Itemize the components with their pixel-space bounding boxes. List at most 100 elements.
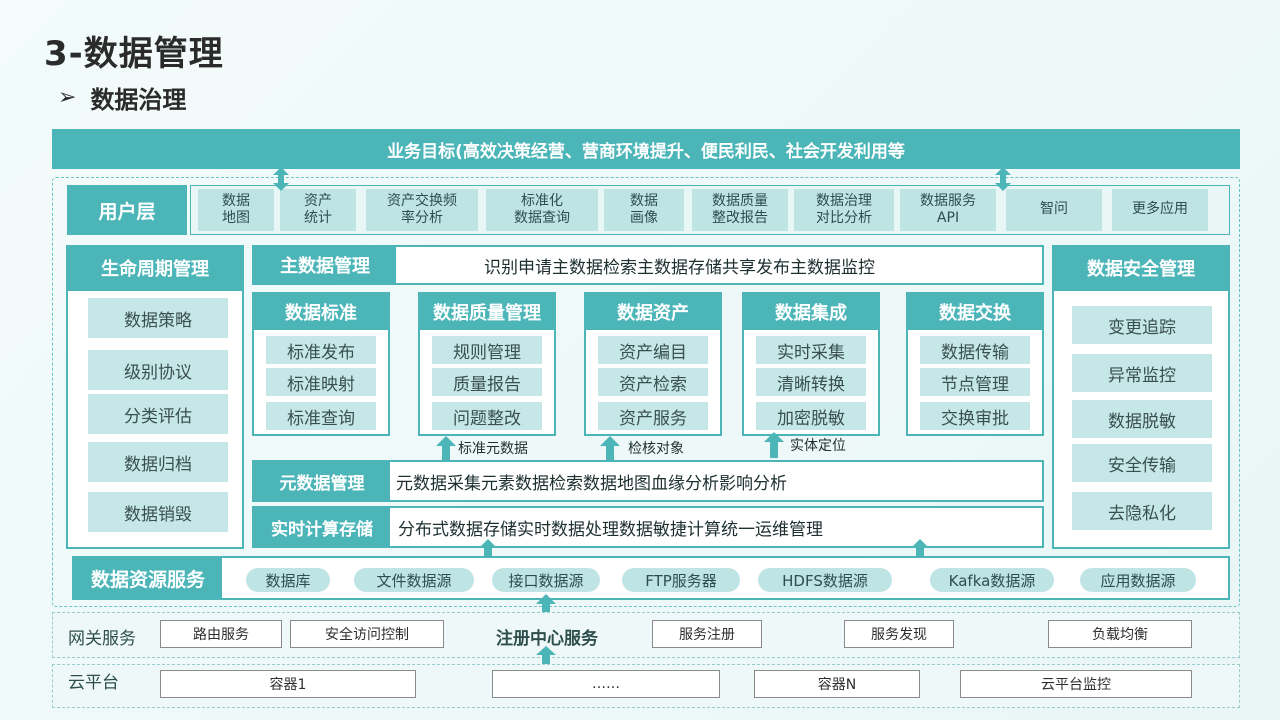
master-data-text: 识别申请主数据检索主数据存储共享发布主数据监控	[484, 257, 875, 278]
module-item: 资产检索	[598, 368, 708, 396]
realtime-text: 分布式数据存储实时数据处理数据敏捷计算统一运维管理	[398, 519, 823, 540]
module-title: 数据资产	[586, 294, 720, 330]
double-arrow-icon	[995, 167, 1011, 191]
user-layer-item: 数据质量整改报告	[692, 189, 788, 231]
user-layer-item-line: 对比分析	[816, 210, 872, 226]
lifecycle-item: 数据销毁	[88, 492, 228, 532]
security-title: 数据安全管理	[1052, 245, 1230, 291]
user-layer-item-line: 标准化	[521, 192, 563, 209]
resource-item: HDFS数据源	[758, 568, 892, 592]
cloud-item: 容器1	[160, 670, 416, 698]
master-data-label: 主数据管理	[254, 247, 396, 283]
lifecycle-title: 生命周期管理	[66, 245, 244, 291]
metadata-text: 元数据采集元素数据检索数据地图血缘分析影响分析	[396, 473, 787, 494]
module-item: 标准查询	[266, 402, 376, 430]
resource-item: 应用数据源	[1080, 568, 1196, 592]
resource-item: 文件数据源	[354, 568, 474, 592]
module-item: 数据传输	[920, 336, 1030, 364]
user-layer-item-line: 数据	[630, 192, 658, 209]
up-arrow-icon	[600, 436, 620, 462]
up-arrow-icon	[536, 646, 556, 666]
module-item: 实时采集	[756, 336, 866, 364]
user-layer-item-line: 地图	[222, 210, 250, 226]
user-layer-item-line: 智问	[1040, 201, 1068, 218]
module-item: 资产编目	[598, 336, 708, 364]
resource-item: Kafka数据源	[930, 568, 1054, 592]
arrow-label-check-object: 检核对象	[628, 441, 684, 457]
user-layer-label: 用户层	[67, 185, 187, 235]
lifecycle-item: 分类评估	[88, 394, 228, 434]
module-item: 加密脱敏	[756, 402, 866, 430]
user-layer-item: 数据地图	[198, 189, 274, 231]
module-item: 问题整改	[432, 402, 542, 430]
module-item: 交换审批	[920, 402, 1030, 430]
resource-item: 接口数据源	[492, 568, 600, 592]
security-item: 安全传输	[1072, 444, 1212, 482]
double-arrow-icon	[273, 167, 289, 191]
cloud-label: 云平台	[68, 673, 119, 693]
user-layer-item-line: 资产	[304, 192, 332, 209]
module-title: 数据标准	[254, 294, 388, 330]
arrow-label-entity-locate: 实体定位	[790, 438, 846, 454]
up-arrow-icon	[436, 436, 456, 462]
user-layer-item: 标准化数据查询	[486, 189, 598, 231]
user-layer-item-line: 率分析	[401, 210, 443, 226]
bullet-arrow-icon: ➢	[58, 85, 77, 110]
user-layer-item: 更多应用	[1112, 189, 1208, 231]
module-item: 节点管理	[920, 368, 1030, 396]
lifecycle-item: 级别协议	[88, 350, 228, 390]
realtime-label: 实时计算存储	[254, 508, 390, 546]
gateway-item: 服务注册	[652, 620, 762, 648]
module-title: 数据集成	[744, 294, 878, 330]
user-layer-item: 数据画像	[604, 189, 684, 231]
module-item: 资产服务	[598, 402, 708, 430]
metadata-label: 元数据管理	[254, 462, 390, 500]
user-layer-item-line: 资产交换频	[387, 192, 457, 209]
gateway-item: 服务发现	[844, 620, 954, 648]
user-layer-item: 资产统计	[280, 189, 356, 231]
user-layer-item-line: 数据服务	[920, 192, 976, 209]
user-layer-item-line: 统计	[304, 210, 332, 226]
arrow-label-standard-metadata: 标准元数据	[458, 441, 528, 457]
gateway-item: 路由服务	[160, 620, 282, 648]
gateway-item: 负载均衡	[1048, 620, 1192, 648]
lifecycle-item: 数据归档	[88, 442, 228, 482]
resource-item: 数据库	[246, 568, 330, 592]
gateway-item: 安全访问控制	[290, 620, 444, 648]
security-item: 变更追踪	[1072, 306, 1212, 344]
user-layer-item-line: 数据质量	[712, 192, 768, 209]
module-item: 标准映射	[266, 368, 376, 396]
section-subtitle: ➢ 数据治理	[58, 80, 186, 115]
user-layer-item-line: 数据	[222, 192, 250, 209]
business-goal-bar: 业务目标(高效决策经营、营商环境提升、便民利民、社会开发利用等	[52, 129, 1240, 169]
gateway-label: 网关服务	[68, 629, 136, 649]
user-layer-item: 资产交换频率分析	[366, 189, 478, 231]
up-arrow-icon	[536, 594, 556, 616]
registry-center-service: 注册中心服务	[496, 629, 598, 649]
module-item: 规则管理	[432, 336, 542, 364]
module-item: 质量报告	[432, 368, 542, 396]
resource-item: FTP服务器	[622, 568, 740, 592]
user-layer-item-line: 整改报告	[712, 210, 768, 226]
module-item: 清晰转换	[756, 368, 866, 396]
module-item: 标准发布	[266, 336, 376, 364]
governance-frame	[52, 177, 1240, 607]
security-item: 数据脱敏	[1072, 400, 1212, 438]
module-title: 数据质量管理	[420, 294, 554, 330]
cloud-item: ……	[492, 670, 720, 698]
cloud-item: 容器N	[754, 670, 920, 698]
up-arrow-icon	[764, 432, 784, 458]
cloud-item: 云平台监控	[960, 670, 1192, 698]
resource-service-label: 数据资源服务	[74, 558, 222, 598]
user-layer-item-line: 数据查询	[514, 210, 570, 226]
user-layer-item: 数据治理对比分析	[794, 189, 894, 231]
page-title: 3-数据管理	[44, 34, 224, 74]
user-layer-item-line: 画像	[630, 210, 658, 226]
module-title: 数据交换	[908, 294, 1042, 330]
security-item: 异常监控	[1072, 354, 1212, 392]
security-item: 去隐私化	[1072, 492, 1212, 530]
user-layer-item-line: API	[936, 210, 960, 226]
subtitle-text: 数据治理	[90, 86, 187, 114]
lifecycle-item: 数据策略	[88, 298, 228, 338]
